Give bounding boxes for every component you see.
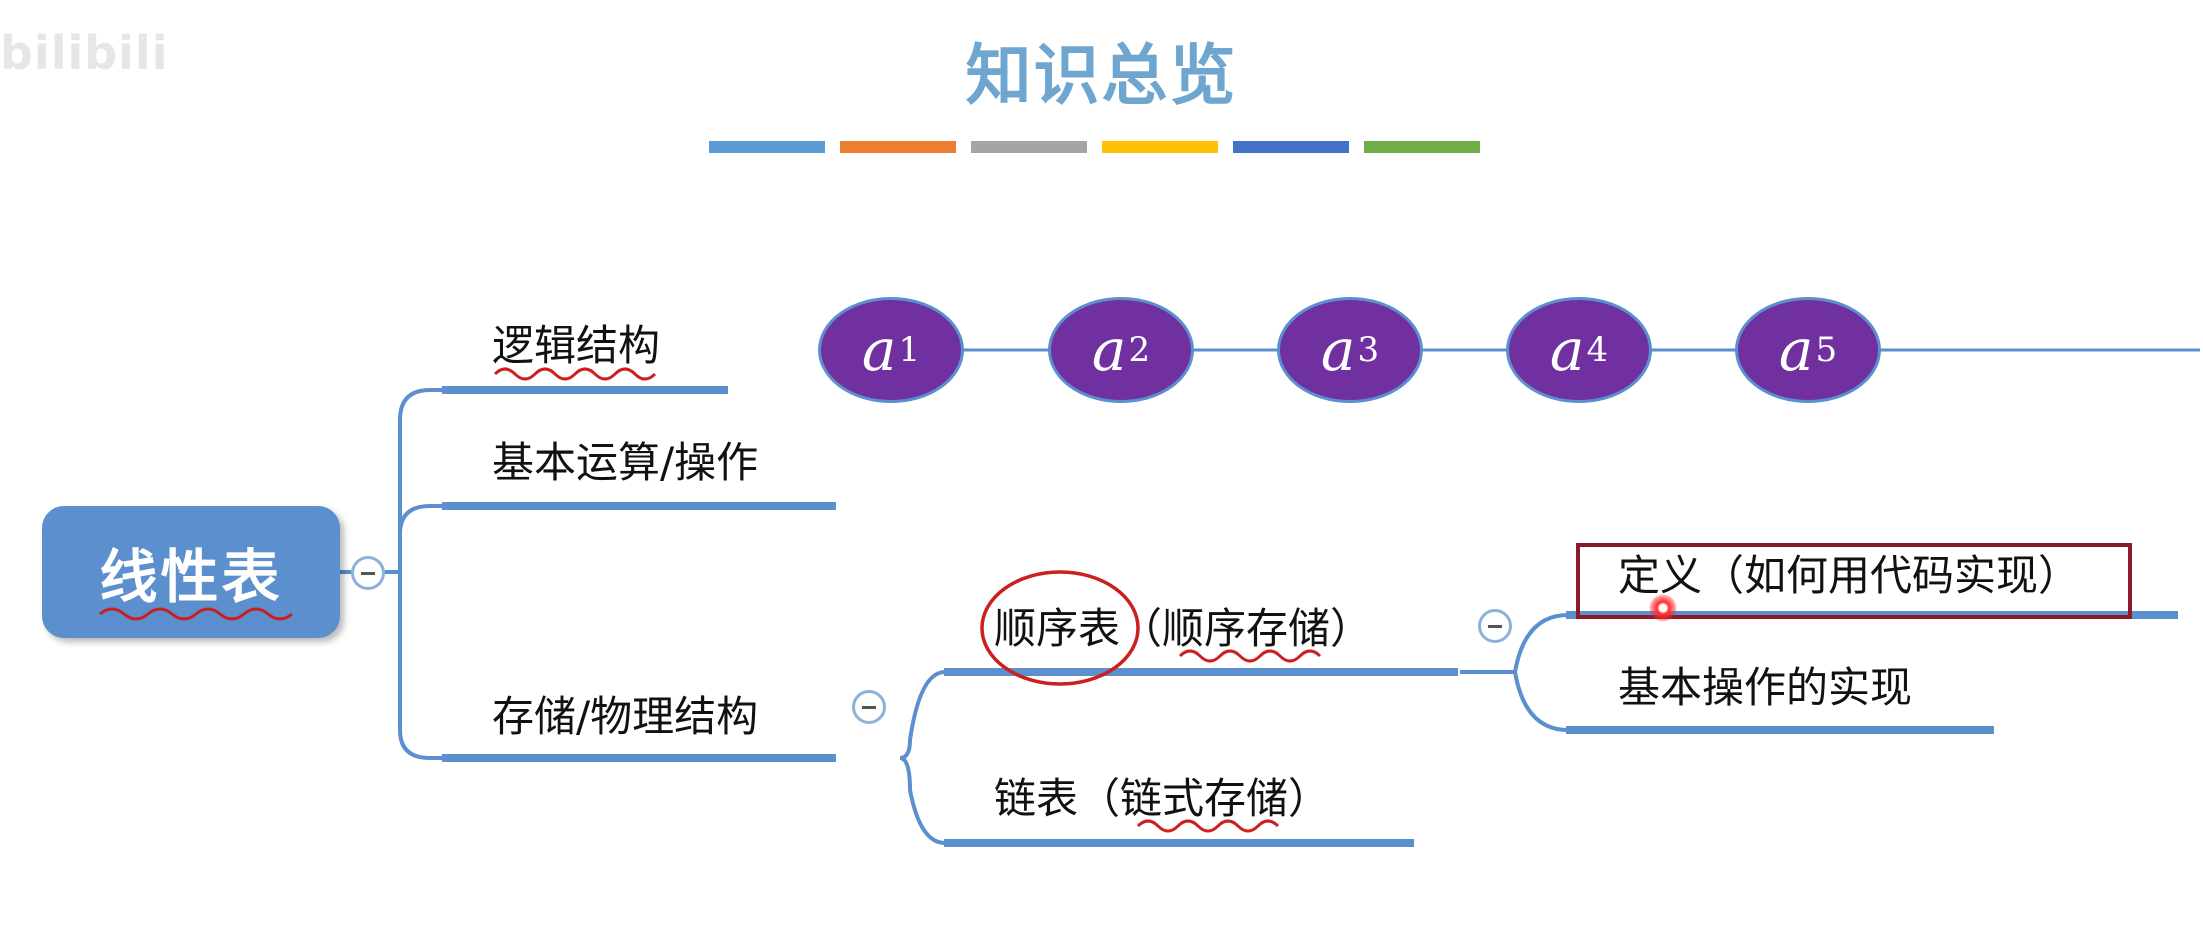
branch-underline xyxy=(442,754,836,762)
root-label: 线性表 xyxy=(99,543,283,611)
collapse-toggle-root[interactable] xyxy=(351,556,385,590)
minus-icon xyxy=(361,571,375,575)
color-bar xyxy=(1102,141,1218,153)
color-bar xyxy=(840,141,956,153)
squiggle-underline xyxy=(1136,819,1280,833)
color-bar xyxy=(971,141,1087,153)
branch-logic-label: 逻辑结构 xyxy=(492,321,661,370)
branch-ops-label: 基本运算/操作 xyxy=(492,438,759,487)
watermark-logo: bilibili xyxy=(0,26,169,80)
branch-underline xyxy=(1566,726,1994,734)
page-title: 知识总览 xyxy=(965,37,1238,114)
squiggle-underline xyxy=(99,607,293,621)
minus-icon xyxy=(1488,624,1502,628)
color-bar xyxy=(1364,141,1480,153)
branch-underline xyxy=(944,668,1458,676)
definition-label: 定义（如何用代码实现） xyxy=(1618,551,2081,600)
branch-storage-label: 存储/物理结构 xyxy=(492,692,759,741)
laser-pointer xyxy=(1649,594,1677,622)
circle-annotation xyxy=(980,570,1140,686)
color-bar xyxy=(709,141,825,153)
collapse-toggle-storage[interactable] xyxy=(852,690,886,724)
highlight-box xyxy=(1576,543,2132,619)
squiggle-underline xyxy=(493,367,657,381)
branch-underline xyxy=(944,839,1414,847)
basic-ops-label: 基本操作的实现 xyxy=(1618,663,1913,712)
collapse-toggle-sequential[interactable] xyxy=(1478,609,1512,643)
branch-underline xyxy=(442,502,836,510)
branch-underline xyxy=(442,386,728,394)
sequential-list-label: 顺序表（顺序存储） xyxy=(994,604,1373,653)
minus-icon xyxy=(862,705,876,709)
color-bar xyxy=(1233,141,1349,153)
squiggle-underline xyxy=(1178,649,1322,663)
linked-list-label: 链表（链式存储） xyxy=(994,774,1331,823)
